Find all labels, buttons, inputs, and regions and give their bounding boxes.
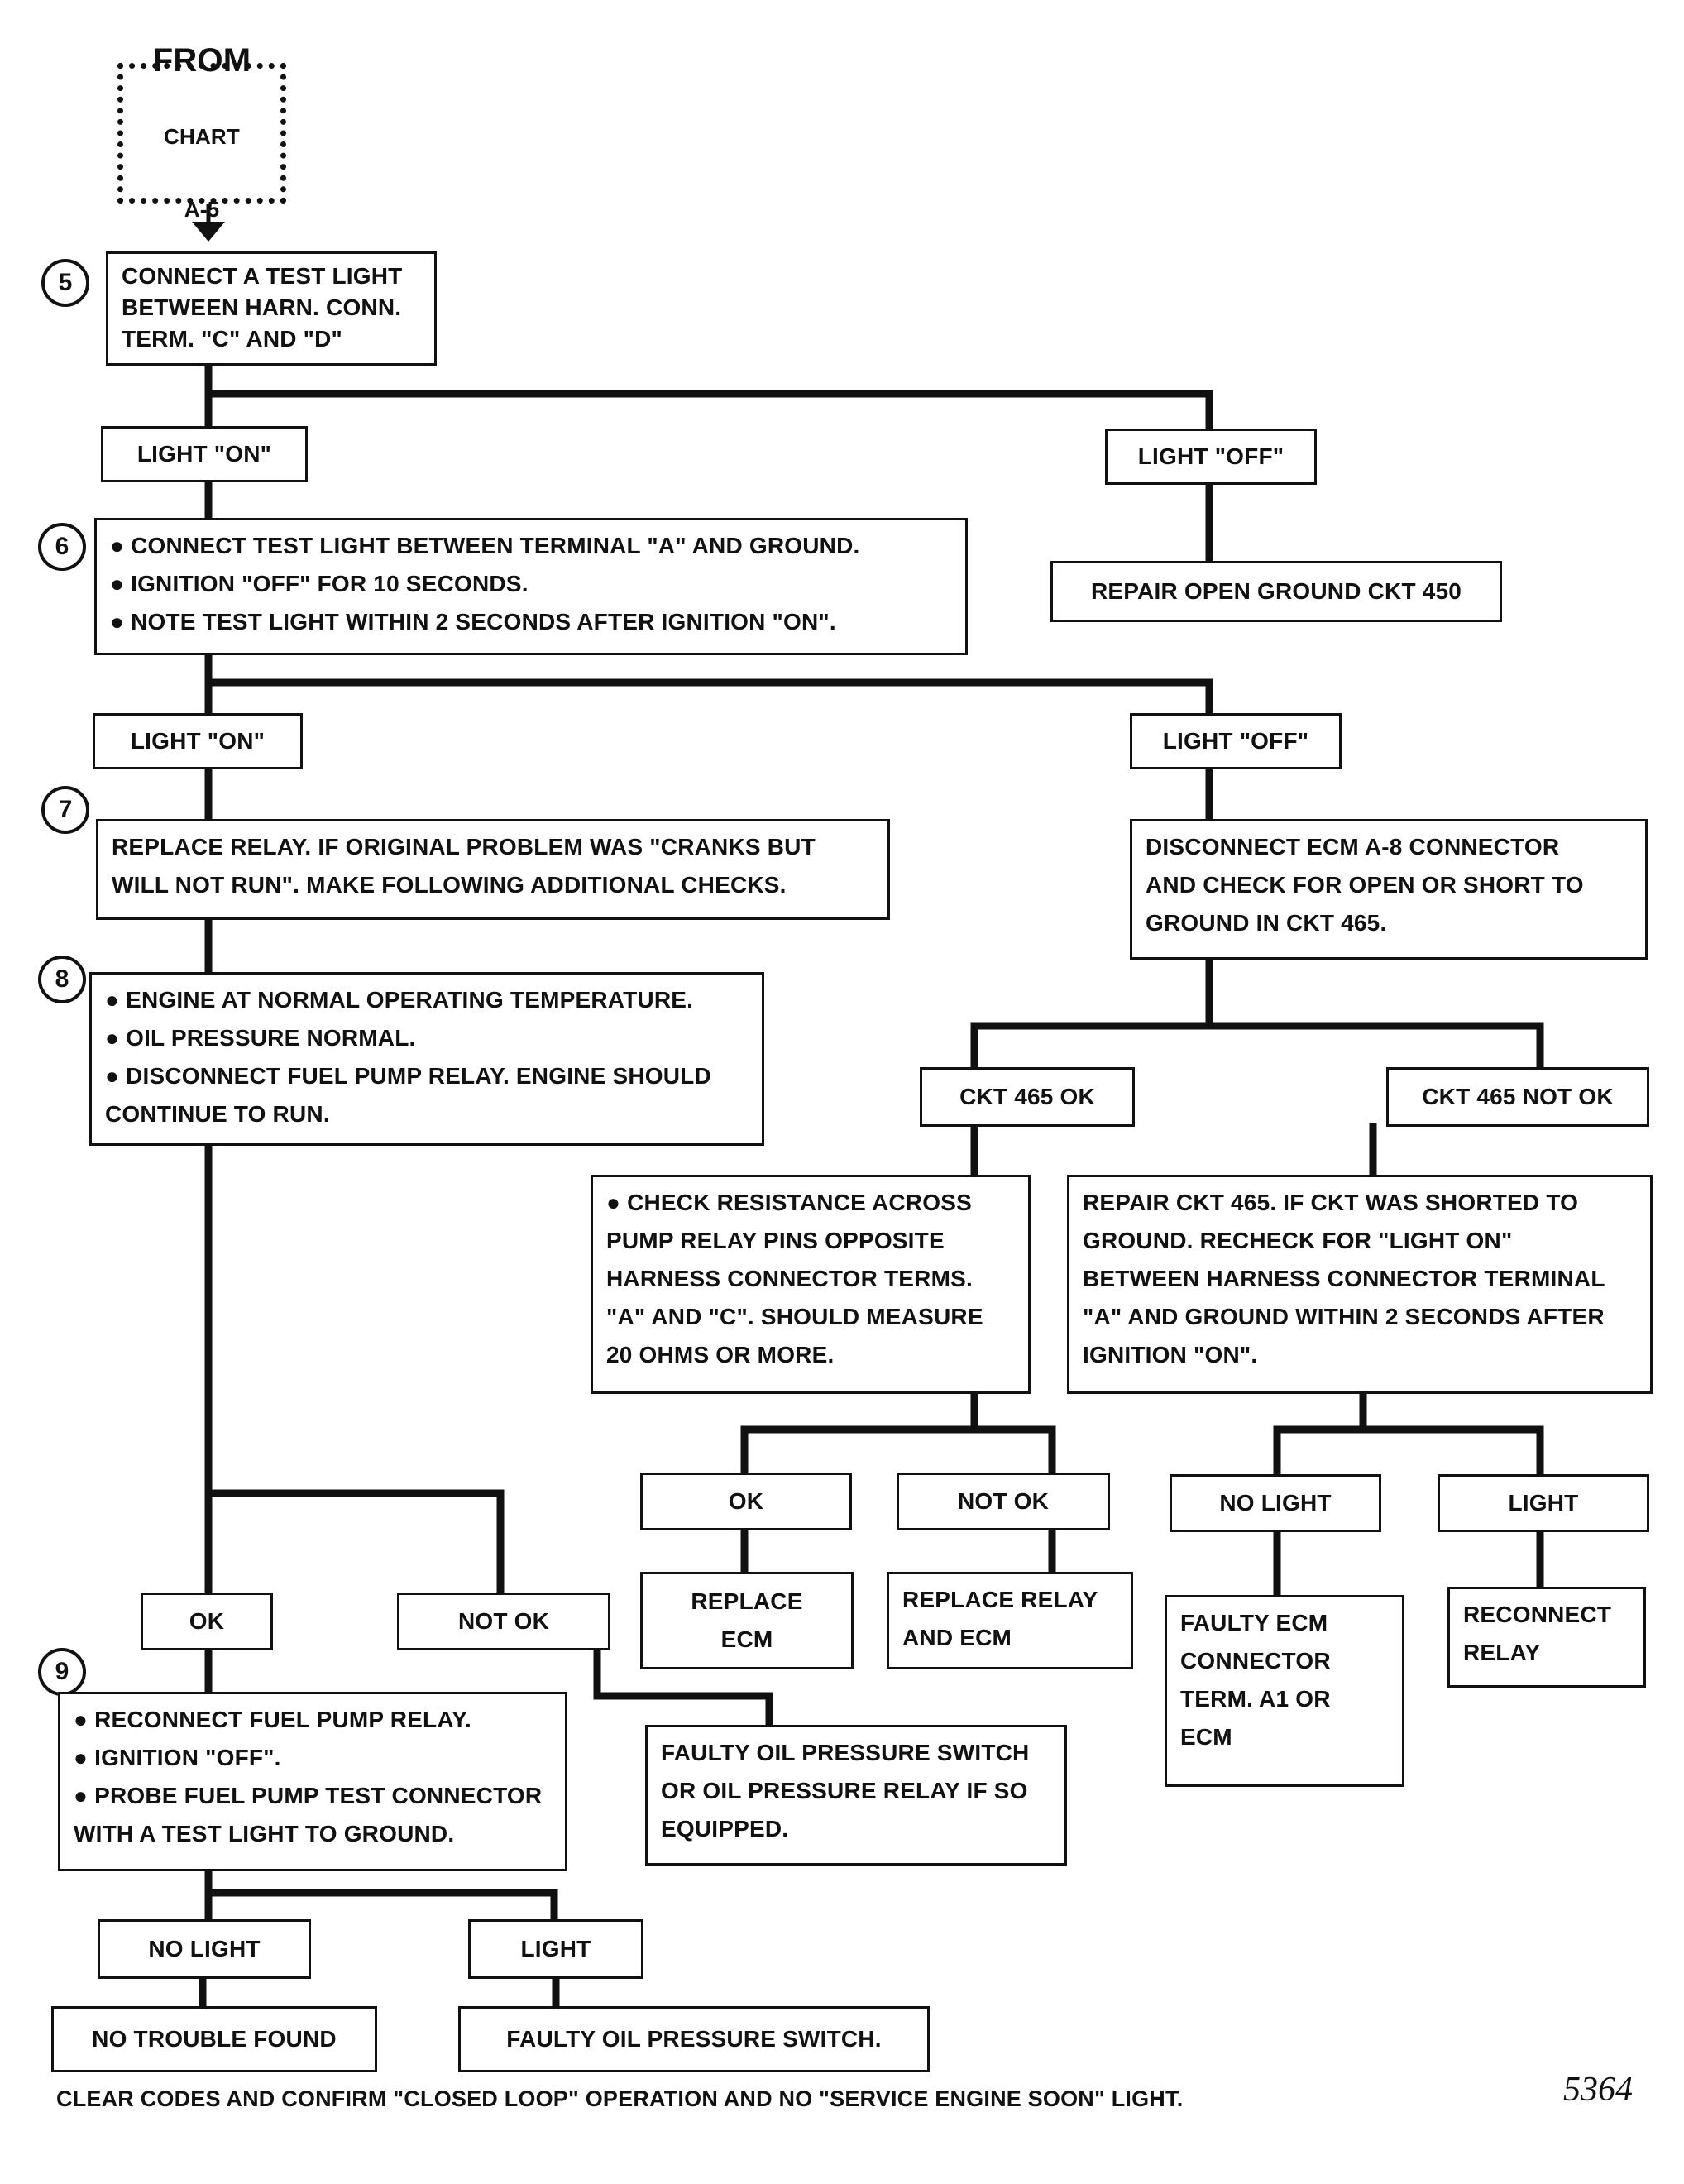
step5-connect-test-light: CONNECT A TEST LIGHT BETWEEN HARN. CONN.… — [106, 251, 437, 366]
ok-engine-runs: OK — [141, 1592, 273, 1650]
check-resistance-pump-relay: ● CHECK RESISTANCE ACROSS PUMP RELAY PIN… — [591, 1175, 1031, 1394]
not-ok-resistance: NOT OK — [897, 1473, 1110, 1530]
step6-connect-test-light-ground: ● CONNECT TEST LIGHT BETWEEN TERMINAL "A… — [94, 518, 968, 655]
reconnect-relay: RECONNECT RELAY — [1447, 1587, 1646, 1688]
light-recheck: LIGHT — [1438, 1474, 1649, 1532]
light-on-2: LIGHT "ON" — [93, 713, 303, 769]
ckt465-not-ok: CKT 465 NOT OK — [1386, 1067, 1649, 1127]
no-trouble-found: NO TROUBLE FOUND — [51, 2006, 377, 2072]
step7-replace-relay: REPLACE RELAY. IF ORIGINAL PROBLEM WAS "… — [96, 819, 890, 920]
faulty-oil-pressure-switch-or-relay: FAULTY OIL PRESSURE SWITCH OR OIL PRESSU… — [645, 1725, 1067, 1866]
figure-number: 5364 — [1563, 2071, 1633, 2109]
light-off-1: LIGHT "OFF" — [1105, 429, 1317, 485]
ckt465-ok: CKT 465 OK — [920, 1067, 1135, 1127]
faulty-oil-pressure-switch: FAULTY OIL PRESSURE SWITCH. — [458, 2006, 930, 2072]
ok-resistance: OK — [640, 1473, 852, 1530]
no-light-probe: NO LIGHT — [98, 1919, 311, 1979]
repair-ckt465: REPAIR CKT 465. IF CKT WAS SHORTED TO GR… — [1067, 1175, 1653, 1394]
light-off-2: LIGHT "OFF" — [1130, 713, 1342, 769]
step9-probe-fuel-pump: ● RECONNECT FUEL PUMP RELAY. ● IGNITION … — [58, 1692, 567, 1871]
light-probe: LIGHT — [468, 1919, 643, 1979]
start-line-2: CHART — [164, 124, 240, 149]
step-marker-9: 9 — [38, 1648, 86, 1696]
step-marker-5: 5 — [41, 259, 89, 307]
no-light-recheck: NO LIGHT — [1170, 1474, 1381, 1532]
light-on-1: LIGHT "ON" — [101, 426, 308, 482]
step-marker-7: 7 — [41, 786, 89, 834]
start-line-1: FROM — [152, 42, 251, 79]
step-marker-6: 6 — [38, 523, 86, 571]
disconnect-ecm-a8-connector: DISCONNECT ECM A-8 CONNECTOR AND CHECK F… — [1130, 819, 1648, 960]
repair-open-ground-ckt450: REPAIR OPEN GROUND CKT 450 — [1050, 561, 1502, 622]
replace-ecm: REPLACE ECM — [640, 1572, 854, 1669]
step-marker-8: 8 — [38, 956, 86, 1003]
footer-instruction: CLEAR CODES AND CONFIRM "CLOSED LOOP" OP… — [56, 2086, 1184, 2111]
step8-engine-checks: ● ENGINE AT NORMAL OPERATING TEMPERATURE… — [89, 972, 764, 1146]
replace-relay-and-ecm: REPLACE RELAY AND ECM — [887, 1572, 1133, 1669]
start-line-3: A-5 — [184, 197, 220, 222]
start-from-chart: FROM CHART A-5 — [117, 42, 286, 222]
not-ok-engine-runs: NOT OK — [397, 1592, 610, 1650]
faulty-ecm-connector: FAULTY ECM CONNECTOR TERM. A1 OR ECM — [1165, 1595, 1404, 1787]
